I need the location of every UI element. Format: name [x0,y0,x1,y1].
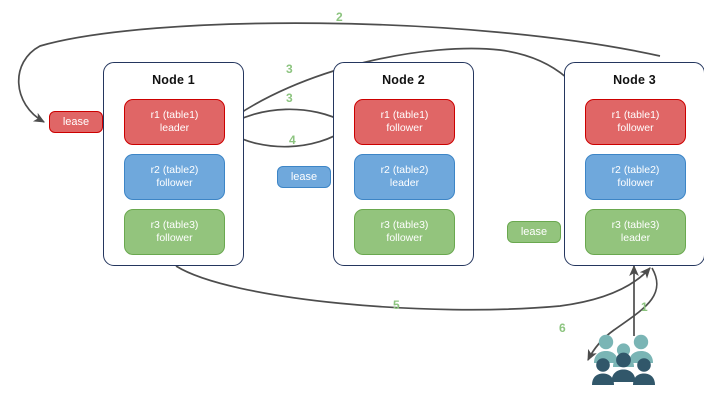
node-1-replica-r2-name: r2 (table2) [150,164,199,176]
node-3-replica-r3[interactable]: r3 (table3) leader [585,209,686,255]
edge-5-node1-to-node3 [175,265,651,311]
node-2-replica-r3-role: follower [386,232,423,244]
node-3-replica-r1-name: r1 (table1) [611,109,660,121]
lease-badge-blue[interactable]: lease [277,166,331,188]
node-1-replica-r1[interactable]: r1 (table1) leader [124,99,225,145]
lease-badge-green[interactable]: lease [507,221,561,243]
edge-label-3-node3: 3 [286,62,293,76]
edge-label-6: 6 [559,321,566,335]
node-3-replica-r3-name: r3 (table3) [611,219,660,231]
node-2-replica-r3[interactable]: r3 (table3) follower [354,209,455,255]
node-1-replica-r2[interactable]: r2 (table2) follower [124,154,225,200]
edge-label-2: 2 [336,10,343,24]
node-2-title: Node 2 [382,73,425,87]
node-3-replica-r2-role: follower [617,177,654,189]
edge-label-4: 4 [289,133,296,147]
lease-badge-red[interactable]: lease [49,111,103,133]
node-1-replica-r3-name: r3 (table3) [150,219,199,231]
node-panel-3: Node 3 r1 (table1) follower r2 (table2) … [564,62,704,266]
node-3-replica-r1-role: follower [617,122,654,134]
node-1-replica-r1-name: r1 (table1) [150,109,199,121]
node-1-title: Node 1 [152,73,195,87]
node-panel-2: Node 2 r1 (table1) follower r2 (table2) … [333,62,474,266]
node-2-replica-r1-role: follower [386,122,423,134]
node-1-replica-r3[interactable]: r3 (table3) follower [124,209,225,255]
node-3-replica-r2-name: r2 (table2) [611,164,660,176]
edge-label-1: 1 [641,300,648,314]
node-1-replica-r2-role: follower [156,177,193,189]
users-group-icon [592,334,655,385]
node-1-replica-r3-role: follower [156,232,193,244]
node-2-replica-r2-role: leader [389,177,420,189]
node-panel-1: Node 1 r1 (table1) leader r2 (table2) fo… [103,62,244,266]
node-3-title: Node 3 [613,73,656,87]
edge-label-3-node2: 3 [286,91,293,105]
node-3-replica-r1[interactable]: r1 (table1) follower [585,99,686,145]
node-3-replica-r2[interactable]: r2 (table2) follower [585,154,686,200]
node-2-replica-r2[interactable]: r2 (table2) leader [354,154,455,200]
node-2-replica-r1-name: r1 (table1) [380,109,429,121]
node-3-replica-r3-role: leader [620,232,651,244]
edge-label-5: 5 [393,298,400,312]
node-2-replica-r1[interactable]: r1 (table1) follower [354,99,455,145]
node-2-replica-r2-name: r2 (table2) [380,164,429,176]
node-2-replica-r3-name: r3 (table3) [380,219,429,231]
node-1-replica-r1-role: leader [159,122,190,134]
